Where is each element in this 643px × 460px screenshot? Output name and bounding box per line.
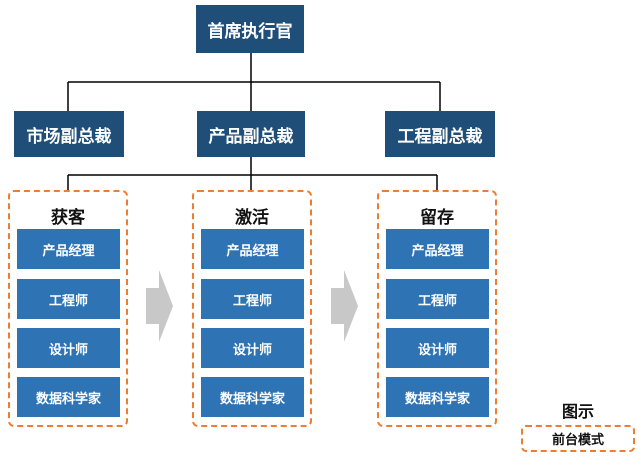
role-engineer: 工程师: [201, 279, 304, 319]
role-label: 工程师: [417, 293, 457, 309]
legend-item-box: 前台模式: [521, 425, 635, 452]
role-data-scientist: 数据科学家: [201, 377, 304, 417]
vp-engineering-box: 工程副总裁: [385, 111, 495, 157]
stage-group-acquisition: 获客 产品经理 工程师 设计师 数据科学家: [8, 190, 128, 427]
role-label: 数据科学家: [404, 391, 470, 407]
role-engineer: 工程师: [386, 279, 489, 319]
vp-marketing-label: 市场副总裁: [26, 126, 112, 147]
ceo-label: 首席执行官: [207, 21, 293, 42]
role-label: 数据科学家: [35, 391, 101, 407]
role-label: 数据科学家: [219, 391, 285, 407]
role-product-manager: 产品经理: [386, 229, 489, 269]
role-designer: 设计师: [386, 328, 489, 368]
vp-product-label: 产品副总裁: [208, 126, 294, 147]
role-label: 设计师: [417, 342, 457, 358]
legend-title: 图示: [561, 402, 594, 421]
role-designer: 设计师: [17, 328, 120, 368]
stage-title-retention: 留存: [420, 208, 454, 228]
stage-title-activation: 激活: [235, 208, 269, 228]
role-data-scientist: 数据科学家: [386, 377, 489, 417]
stage-group-activation: 激活 产品经理 工程师 设计师 数据科学家: [192, 190, 312, 427]
role-label: 产品经理: [226, 243, 279, 259]
role-data-scientist: 数据科学家: [17, 377, 120, 417]
role-label: 产品经理: [42, 243, 95, 259]
vp-engineering-label: 工程副总裁: [397, 126, 483, 147]
stage-group-retention: 留存 产品经理 工程师 设计师 数据科学家: [377, 190, 497, 427]
role-label: 设计师: [232, 342, 272, 358]
legend-item-label: 前台模式: [551, 433, 604, 448]
role-label: 工程师: [48, 293, 88, 309]
role-product-manager: 产品经理: [17, 229, 120, 269]
flow-arrow-icon: [331, 270, 358, 342]
role-product-manager: 产品经理: [201, 229, 304, 269]
vp-marketing-box: 市场副总裁: [14, 111, 124, 157]
role-label: 工程师: [232, 293, 272, 309]
role-label: 设计师: [48, 342, 88, 358]
stage-title-acquisition: 获客: [51, 208, 85, 228]
flow-arrow-icon: [146, 270, 173, 342]
vp-product-box: 产品副总裁: [197, 111, 305, 157]
role-designer: 设计师: [201, 328, 304, 368]
role-engineer: 工程师: [17, 279, 120, 319]
role-label: 产品经理: [411, 243, 464, 259]
ceo-box: 首席执行官: [196, 5, 304, 53]
